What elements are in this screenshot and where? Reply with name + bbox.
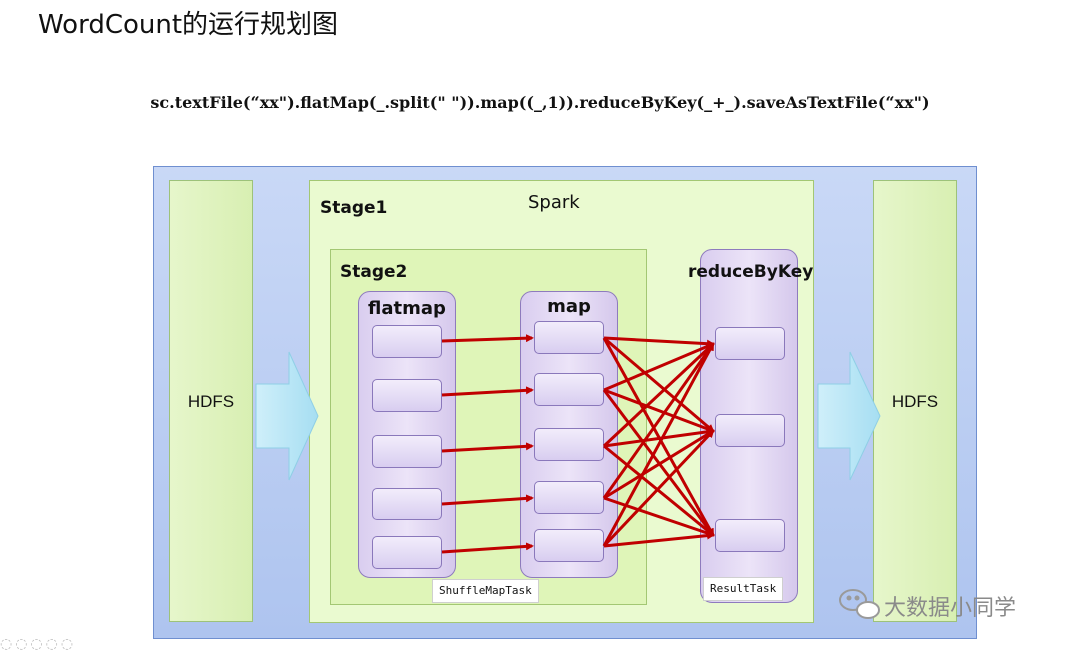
- stage1-label: Stage1: [320, 198, 388, 218]
- map-label: map: [547, 296, 591, 317]
- map-task: [534, 481, 604, 514]
- flatmap-task: [372, 435, 442, 468]
- corner-controls: ◌◌◌◌◌: [0, 636, 77, 652]
- wechat-icon: [839, 589, 880, 619]
- spark-label: Spark: [528, 192, 580, 213]
- flatmap-label: flatmap: [368, 298, 446, 319]
- shuffle-map-task-label: ShuffleMapTask: [432, 579, 539, 603]
- reduce-label: reduceByKey: [688, 262, 814, 282]
- hdfs-output-box: [873, 180, 957, 622]
- watermark-text: 大数据小同学: [884, 596, 1017, 621]
- page-title: WordCount的运行规划图: [38, 10, 339, 40]
- code-snippet: sc.textFile(“xx").flatMap(_.split(" ")).…: [150, 93, 930, 112]
- hdfs-input-label: HDFS: [187, 392, 235, 411]
- map-task: [534, 529, 604, 562]
- hdfs-input-box: [169, 180, 253, 622]
- reduce-task: [715, 414, 785, 447]
- flatmap-task: [372, 488, 442, 520]
- hdfs-output-label: HDFS: [891, 392, 939, 411]
- reduce-task: [715, 327, 785, 360]
- hdfs-to-spark-arrow: [255, 351, 319, 481]
- flatmap-to-map-arrows: [441, 334, 534, 554]
- map-task: [534, 373, 604, 406]
- spark-to-hdfs-arrow: [817, 351, 881, 481]
- map-task: [534, 428, 604, 461]
- flatmap-task: [372, 379, 442, 412]
- stage2-label: Stage2: [340, 262, 408, 282]
- flatmap-task: [372, 536, 442, 569]
- shuffle-arrows: [602, 336, 715, 548]
- reduce-task: [715, 519, 785, 552]
- map-task: [534, 321, 604, 354]
- flatmap-task: [372, 325, 442, 358]
- result-task-label: ResultTask: [703, 577, 784, 601]
